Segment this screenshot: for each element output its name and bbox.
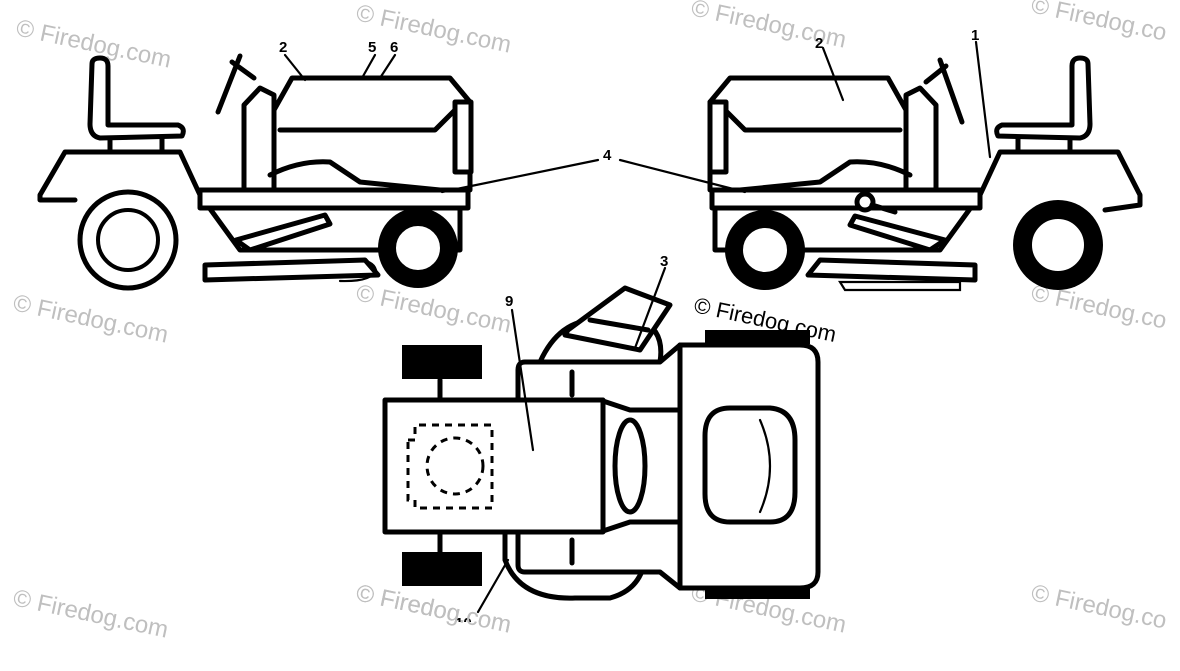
hood-line: [277, 107, 458, 133]
discharge-chute: [333, 258, 378, 283]
leader-2-right: [821, 46, 845, 102]
watermark: © Firedog.co: [1029, 579, 1169, 634]
grille: [707, 99, 729, 175]
leader-6: [378, 53, 397, 80]
rear-hub: [96, 208, 160, 272]
lever-knob: [854, 191, 876, 213]
engine-circle: [425, 436, 485, 496]
rear-fender: [712, 149, 1143, 253]
watermark: © Firedog.co: [1029, 0, 1169, 47]
pedal: [233, 212, 333, 253]
steering-oval: [612, 417, 648, 515]
grille: [452, 99, 474, 175]
hood-line: [722, 107, 903, 133]
rear-fender: [37, 149, 463, 253]
hood: [707, 75, 909, 193]
mask: [440, 622, 500, 642]
tractor-top-view: [382, 285, 821, 601]
steering-column: [923, 63, 949, 85]
seat-back: [758, 418, 772, 514]
engine-outline: [406, 423, 494, 510]
rear-fender-edge: [37, 192, 78, 203]
front-hub: [392, 222, 444, 274]
rear-wheel-bottom: [402, 552, 482, 586]
leader-2-left: [283, 53, 307, 82]
frame: [709, 187, 983, 211]
discharge-chute: [562, 285, 673, 353]
seat: [87, 55, 186, 141]
mower-deck: [202, 257, 381, 283]
watermark: © Firedog.com: [354, 279, 514, 338]
rear-hub: [1028, 215, 1088, 275]
callout-2-right: 2: [815, 35, 823, 52]
callout-1: 1: [971, 27, 979, 44]
steering-column: [229, 59, 257, 81]
lever: [869, 202, 898, 215]
hood-side-line: [737, 159, 913, 193]
callout-5: 5: [368, 39, 376, 56]
front-hub: [739, 224, 791, 276]
watermark: © Firedog.com: [354, 579, 514, 638]
rear-wheel: [77, 189, 179, 291]
watermark: © Firedog.com: [689, 0, 849, 54]
watermark: © Firedog.com: [11, 289, 171, 348]
seat: [994, 55, 1093, 141]
rear-wheel-top: [402, 345, 482, 379]
leader-3: [633, 266, 667, 350]
leader-4-left: [440, 158, 600, 194]
leader-9: [510, 308, 535, 452]
callout-6: 6: [390, 39, 398, 56]
callout-leaders: [283, 40, 992, 614]
mower-deck: [805, 257, 978, 283]
tractor-side-left: [37, 53, 474, 291]
frame: [197, 187, 471, 211]
rear-platform: [382, 397, 606, 535]
watermark: © Firedog.com: [11, 584, 171, 643]
chute-line: [587, 317, 651, 333]
deck-underside: [838, 280, 962, 292]
callout-4: 4: [603, 147, 612, 164]
callout-9: 9: [505, 293, 513, 310]
watermark: © Firedog.com: [354, 0, 514, 59]
hood-side-line: [267, 159, 443, 193]
callout-3: 3: [660, 253, 668, 270]
tractor-side-right: [707, 55, 1143, 292]
leader-1: [974, 40, 992, 159]
hood: [271, 75, 473, 193]
pedal: [847, 213, 948, 253]
rear-fender-edge: [1102, 192, 1143, 213]
leader-4-right: [618, 158, 747, 194]
leader-5: [360, 53, 377, 80]
seat-top: [702, 405, 798, 525]
callout-2-left: 2: [279, 39, 287, 56]
front-wheel-top: [705, 330, 810, 344]
leader-10: [476, 558, 510, 614]
